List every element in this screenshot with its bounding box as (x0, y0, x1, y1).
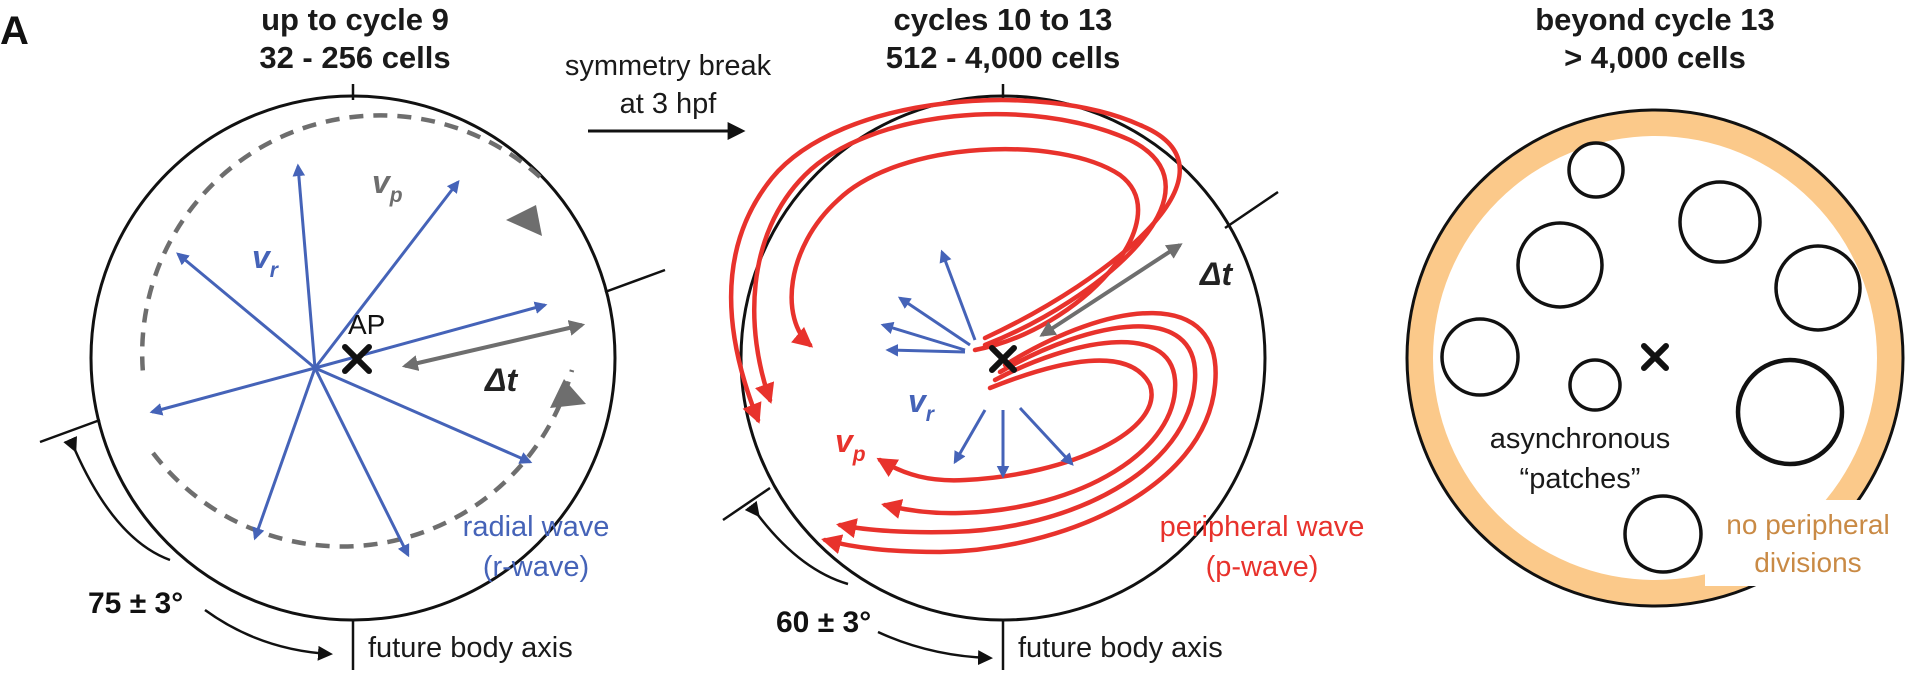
panel3-patches-line2: “patches” (1520, 463, 1641, 495)
panel1-wave-label-line1: radial wave (463, 511, 610, 543)
panel2-embryo-outline (739, 94, 1267, 622)
panel-asynchronous-patches: beyond cycle 13 > 4,000 cells asynchrono… (1405, 2, 1910, 608)
panel2-peripheral-wave-arrow (876, 358, 1154, 483)
transition-line2: at 3 hpf (620, 88, 718, 120)
panel1-upper-dashed-arc (140, 113, 542, 374)
panel1-ap-label: AP (348, 309, 385, 340)
panel-radial-wave: up to cycle 9 32 - 256 cells (39, 2, 666, 670)
panel1-radial-arrow (313, 180, 460, 369)
panel1-axis-label: future body axis (368, 632, 573, 664)
panel3-patches-line1: asynchronous (1490, 423, 1671, 455)
panel3-no-division-line2: divisions (1754, 547, 1861, 578)
panel2-wave-label-line1: peripheral wave (1160, 511, 1365, 543)
panel2-radial-arrow (880, 321, 966, 352)
panel1-embryo-outline (89, 94, 617, 622)
patch-circle (1568, 358, 1622, 412)
panel2-radial-arrow (939, 249, 977, 341)
panel1-vp-label: vp (372, 164, 403, 207)
panel2-peripheral-wave-arrow (728, 97, 1182, 424)
panel2-vp-label: vp (835, 423, 866, 466)
panel2-radial-arrow (885, 343, 966, 357)
panel2-delta-t-label: Δt (1199, 256, 1233, 292)
panel1-delta-t-arrow (401, 320, 586, 371)
panel-peripheral-wave: cycles 10 to 13 512 - 4,000 cells (710, 2, 1365, 670)
patch-circle (1735, 357, 1845, 467)
panel2-vr-label: vr (908, 383, 936, 426)
panel2-angle-arrow-left (744, 500, 849, 586)
panel1-left-tick (39, 418, 101, 444)
panel1-radial-arrow (176, 252, 316, 370)
panel1-radial-arrow (292, 163, 317, 369)
panel1-title-line1: up to cycle 9 (261, 2, 449, 37)
panel1-radial-arrow (313, 367, 410, 558)
panel3-title-line2: > 4,000 cells (1564, 40, 1746, 75)
panel1-ap-cross-icon (342, 344, 372, 374)
panel1-angle-arrow-right (204, 608, 333, 661)
panel2-right-tick (1224, 190, 1279, 230)
panel1-delta-t-label: Δt (484, 362, 518, 398)
panel1-radial-arrow (149, 366, 316, 416)
panel1-right-tick (604, 268, 666, 294)
panel3-title-line1: beyond cycle 13 (1535, 2, 1775, 37)
panel1-lower-dashed-arc (151, 369, 575, 549)
panel1-title-line2: 32 - 256 cells (259, 40, 450, 75)
panel2-peripheral-wave-arrow (881, 339, 1178, 519)
panel2-guide (710, 95, 1156, 440)
panel3-ap-cross-icon (1641, 343, 1669, 371)
panel1-radial-arrow (252, 367, 317, 541)
panel1-radial-arrow (314, 366, 533, 464)
panel2-angle-label: 60 ± 3° (776, 606, 871, 639)
panel2-radial-arrow (897, 296, 971, 347)
patch-circle (1516, 221, 1604, 309)
panel1-angle-arrow-left (63, 435, 171, 562)
panel1-dashed-arrowhead-bottom (550, 379, 586, 408)
panel2-ap-cross-icon (989, 345, 1017, 373)
transition-symmetry-break: symmetry break at 3 hpf (565, 50, 772, 140)
panel2-radial-arrow (953, 409, 987, 465)
patch-circle (1678, 180, 1762, 264)
patch-circle (1567, 141, 1625, 199)
panel2-title-line2: 512 - 4,000 cells (886, 40, 1120, 75)
panel2-radial-arrow (1018, 406, 1074, 466)
panel2-left-tick (722, 486, 771, 522)
panel2-title-line1: cycles 10 to 13 (894, 2, 1113, 37)
panel2-delta-t-arrow (1039, 243, 1183, 337)
panel-letter: A (0, 9, 29, 53)
transition-line1: symmetry break (565, 50, 772, 82)
panel2-wave-label-line2: (p-wave) (1206, 551, 1319, 583)
panel1-angle-label: 75 ± 3° (88, 587, 183, 620)
panel2-peripheral-wave-arrow (752, 111, 1168, 404)
panel2-peripheral-wave-arrow (789, 146, 1141, 353)
panel2-axis-label: future body axis (1018, 632, 1223, 664)
patch-circle (1774, 244, 1862, 332)
panel3-no-division-line1: no peripheral (1726, 509, 1889, 540)
panel2-angle-arrow-right (877, 630, 993, 666)
panel3-label-backdrop (1705, 500, 1910, 586)
panel1-dashed-arrowhead-top (506, 205, 542, 236)
patch-circle (1623, 494, 1703, 574)
panel1-wave-label-line2: (r-wave) (483, 551, 589, 583)
patch-circle (1440, 317, 1520, 397)
panel1-vr-label: vr (252, 239, 280, 282)
